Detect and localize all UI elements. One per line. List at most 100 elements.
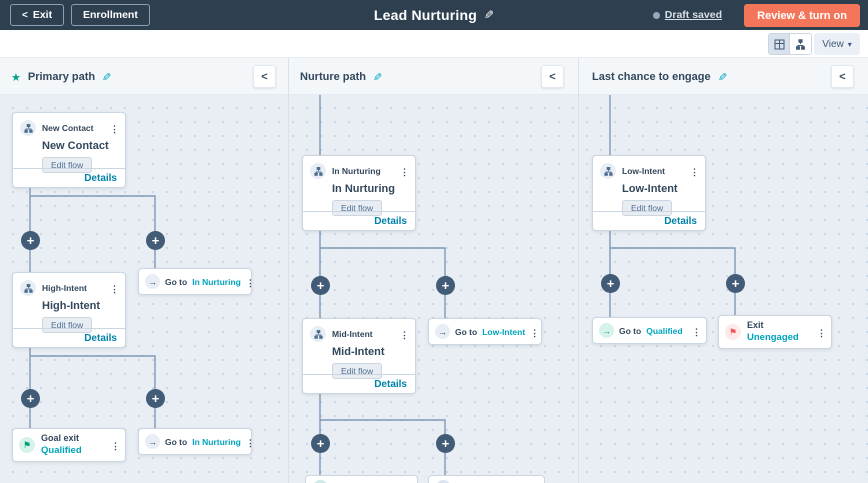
edit-path-pencil-icon[interactable]	[373, 68, 382, 86]
edit-path-pencil-icon[interactable]	[718, 68, 727, 86]
enrollment-button[interactable]: Enrollment	[71, 4, 150, 26]
path-header-last-chance: Last chance to engage	[592, 58, 727, 95]
kebab-menu-icon[interactable]	[111, 436, 120, 454]
edit-flow-button[interactable]: Edit flow	[332, 200, 383, 216]
draft-saved-link[interactable]: Draft saved	[664, 9, 722, 21]
goto-target-link[interactable]: Qualified	[646, 325, 683, 336]
view-toolbar: View	[0, 30, 868, 58]
details-link[interactable]: Details	[84, 172, 117, 184]
details-link[interactable]: Details	[84, 332, 117, 344]
goto-target-link[interactable]: Low-Intent	[482, 326, 526, 337]
add-action-button[interactable]	[436, 434, 455, 453]
workflow-card-exit-unengaged[interactable]: Exit Unengaged	[718, 315, 832, 349]
kebab-menu-icon[interactable]	[400, 162, 409, 180]
flow-node-icon	[310, 326, 326, 342]
goto-arrow-icon	[145, 274, 160, 289]
card-title: Mid-Intent	[332, 346, 385, 358]
kebab-menu-icon[interactable]	[690, 162, 699, 180]
goto-target-link[interactable]: In Nurturing	[192, 436, 241, 447]
details-link[interactable]: Details	[374, 378, 407, 390]
edit-flow-button[interactable]: Edit flow	[42, 157, 93, 173]
exit-button[interactable]: Exit	[10, 4, 65, 26]
path-title: Nurture path	[300, 70, 366, 83]
workflow-card-new-contact[interactable]: New Contact New Contact Edit flow Detail…	[12, 112, 126, 188]
flow-node-icon	[20, 280, 36, 296]
kebab-menu-icon[interactable]	[246, 433, 255, 451]
chevron-left-icon	[22, 9, 28, 21]
card-title: In Nurturing	[332, 183, 395, 195]
workflow-card-partial[interactable]	[305, 475, 418, 483]
details-link[interactable]: Details	[374, 215, 407, 227]
kebab-menu-icon[interactable]	[692, 322, 701, 340]
goto-prefix: Go to	[619, 325, 642, 336]
kebab-menu-icon[interactable]	[246, 273, 255, 291]
edit-flow-button[interactable]: Edit flow	[42, 317, 93, 333]
workflow-card-goto-low-intent[interactable]: Go to Low-Intent	[428, 318, 542, 345]
flow-node-icon	[600, 163, 616, 179]
workflow-card-high-intent[interactable]: High-Intent High-Intent Edit flow Detail…	[12, 272, 126, 348]
flow-node-icon	[20, 120, 36, 136]
edit-path-pencil-icon[interactable]	[102, 68, 111, 86]
kebab-menu-icon[interactable]	[110, 119, 119, 137]
exit-label: Exit	[747, 320, 764, 331]
goal-flag-icon	[313, 480, 328, 483]
collapse-path-button[interactable]	[253, 65, 276, 88]
path-title: Primary path	[27, 70, 96, 83]
kebab-menu-icon[interactable]	[400, 325, 409, 343]
goto-prefix: Go to	[455, 326, 478, 337]
exit-target-link[interactable]: Unengaged	[747, 331, 799, 343]
add-action-button[interactable]	[311, 276, 330, 295]
path-header-nurture: Nurture path	[300, 58, 382, 95]
kebab-menu-icon[interactable]	[817, 323, 826, 341]
workflow-card-low-intent[interactable]: Low-Intent Low-Intent Edit flow Details	[592, 155, 706, 231]
view-dropdown-button[interactable]: View	[814, 33, 860, 55]
add-action-button[interactable]	[21, 231, 40, 250]
review-turn-on-button[interactable]: Review & turn on	[744, 4, 860, 27]
tree-view-icon[interactable]	[790, 34, 811, 54]
add-action-button[interactable]	[311, 434, 330, 453]
workflow-card-in-nurturing[interactable]: In Nurturing In Nurturing Edit flow Deta…	[302, 155, 416, 231]
enrollment-button-label: Enrollment	[83, 9, 138, 21]
draft-status-icon	[652, 11, 660, 19]
kebab-menu-icon[interactable]	[110, 279, 119, 297]
workflow-card-mid-intent[interactable]: Mid-Intent Mid-Intent Edit flow Details	[302, 318, 416, 394]
add-action-button[interactable]	[601, 274, 620, 293]
workflow-card-partial[interactable]	[428, 475, 545, 483]
grid-view-icon[interactable]	[769, 34, 791, 54]
edit-flow-button[interactable]: Edit flow	[332, 363, 383, 379]
goal-flag-icon	[19, 437, 35, 453]
kebab-menu-icon[interactable]	[530, 323, 539, 341]
add-action-button[interactable]	[726, 274, 745, 293]
goto-arrow-icon	[435, 324, 450, 339]
add-action-button[interactable]	[21, 389, 40, 408]
card-title: New Contact	[42, 140, 109, 152]
goto-prefix: Go to	[165, 436, 188, 447]
edit-title-pencil-icon[interactable]	[484, 6, 494, 24]
column-divider	[288, 58, 289, 483]
workflow-card-goal-exit[interactable]: Goal exit Qualified	[12, 428, 126, 462]
view-mode-segmented-control	[768, 33, 812, 55]
draft-status: Draft saved	[652, 0, 722, 30]
workflow-card-goto-qualified[interactable]: Go to Qualified	[592, 317, 707, 344]
goto-target-link[interactable]: In Nurturing	[192, 276, 241, 287]
card-title: Low-Intent	[622, 183, 678, 195]
details-link[interactable]: Details	[664, 215, 697, 227]
exit-flag-icon	[725, 324, 741, 340]
workflow-title-wrap: Lead Nurturing	[374, 0, 494, 30]
page-title: Lead Nurturing	[373, 7, 478, 23]
card-label: Low-Intent	[622, 166, 665, 176]
primary-path-star-icon	[11, 68, 21, 86]
add-action-button[interactable]	[436, 276, 455, 295]
goto-arrow-icon	[145, 434, 160, 449]
add-action-button[interactable]	[146, 389, 165, 408]
goto-prefix: Go to	[165, 276, 188, 287]
card-label: Mid-Intent	[332, 329, 373, 339]
workflow-card-goto-in-nurturing[interactable]: Go to In Nurturing	[138, 268, 252, 295]
add-action-button[interactable]	[146, 231, 165, 250]
collapse-path-button[interactable]	[541, 65, 564, 88]
workflow-card-goto-in-nurturing[interactable]: Go to In Nurturing	[138, 428, 252, 455]
edit-flow-button[interactable]: Edit flow	[622, 200, 673, 216]
collapse-path-button[interactable]	[831, 65, 854, 88]
goal-exit-target-link[interactable]: Qualified	[41, 444, 82, 456]
